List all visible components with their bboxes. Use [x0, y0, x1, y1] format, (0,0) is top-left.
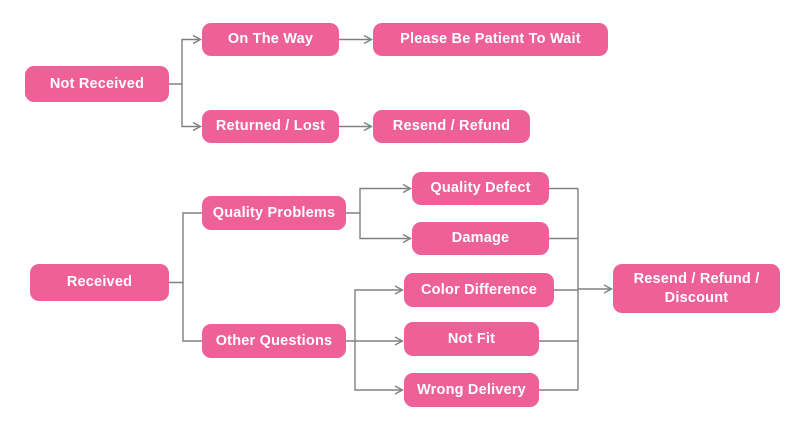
node-not-fit[interactable]: Not Fit	[404, 322, 539, 356]
node-label: Other Questions	[215, 332, 333, 349]
node-quality-defect[interactable]: Quality Defect	[412, 172, 549, 205]
node-received[interactable]: Received	[30, 264, 169, 301]
edge-received-to-quality-problems	[169, 212, 202, 284]
node-wrong-delivery[interactable]: Wrong Delivery	[404, 373, 539, 407]
node-label: Not Received	[49, 75, 145, 92]
node-not-received[interactable]: Not Received	[25, 66, 169, 102]
node-label: Returned / Lost	[215, 118, 326, 135]
node-label: On The Way	[227, 31, 314, 48]
node-resend-refund-discount[interactable]: Resend / Refund / Discount	[613, 264, 780, 313]
node-damage[interactable]: Damage	[412, 222, 549, 255]
edge-received-to-other-questions	[182, 282, 202, 342]
node-color-difference[interactable]: Color Difference	[404, 273, 554, 307]
node-label: Wrong Delivery	[417, 381, 526, 398]
node-returned-lost[interactable]: Returned / Lost	[202, 110, 339, 143]
node-label: Not Fit	[447, 330, 496, 347]
node-quality-problems[interactable]: Quality Problems	[202, 196, 346, 230]
edge-not-received-to-on-the-way	[169, 34, 202, 85]
node-label: Quality Problems	[212, 204, 336, 221]
edge-quality-problems-to-damage	[359, 213, 412, 244]
node-resend-refund[interactable]: Resend / Refund	[373, 110, 530, 143]
node-label: Received	[66, 274, 133, 291]
edge-on-the-way-to-please-wait	[339, 34, 373, 45]
edge-other-questions-to-not-fit	[355, 336, 404, 346]
edge-not-received-to-returned-lost	[181, 84, 202, 132]
node-on-the-way[interactable]: On The Way	[202, 23, 339, 56]
node-other-questions[interactable]: Other Questions	[202, 324, 346, 358]
edge-merge-rail-to-resolution	[578, 284, 613, 294]
edge-quality-problems-to-quality-defect	[346, 183, 412, 214]
node-label: Please Be Patient To Wait	[400, 31, 581, 48]
node-label: Quality Defect	[430, 180, 531, 197]
edge-other-questions-to-color-difference	[346, 285, 404, 342]
node-label: Damage	[451, 230, 510, 247]
node-label: Color Difference	[421, 281, 537, 298]
edge-returned-lost-to-resend-refund	[339, 121, 373, 132]
node-please-be-patient-to-wait[interactable]: Please Be Patient To Wait	[373, 23, 608, 56]
edge-other-questions-to-wrong-delivery	[354, 341, 404, 395]
node-label: Resend / Refund / Discount	[633, 271, 760, 306]
node-label: Resend / Refund	[392, 118, 511, 135]
